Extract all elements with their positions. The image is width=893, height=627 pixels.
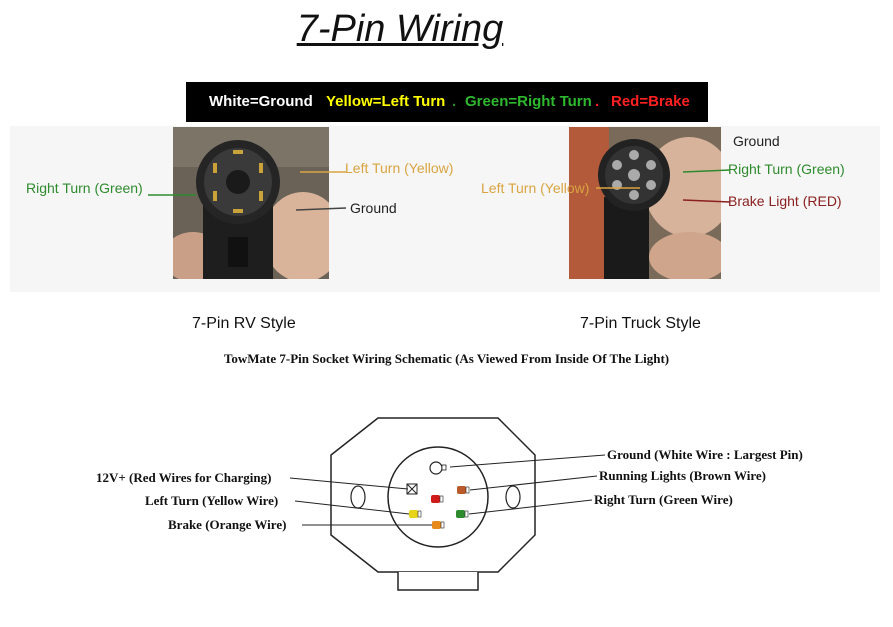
color-legend-bar: White=Ground Yellow=Left Turn . Green=Ri… [186, 82, 708, 122]
truck-brake-label: Brake Light (RED) [728, 193, 842, 209]
running-leader [469, 475, 598, 491]
schematic-right-turn-label: Right Turn (Green Wire) [594, 492, 733, 507]
pin-charging [406, 483, 418, 495]
pin-left-turn [409, 510, 418, 518]
truck-brake-leader [682, 199, 731, 203]
truck-right-turn-leader [682, 169, 731, 173]
rv-connector-photo [173, 127, 329, 279]
schematic-title: TowMate 7-Pin Socket Wiring Schematic (A… [223, 351, 670, 366]
rv-left-turn-label: Left Turn (Yellow) [345, 160, 454, 176]
schematic-running-label: Running Lights (Brown Wire) [599, 468, 767, 483]
schematic-left-turn-label: Left Turn (Yellow Wire) [145, 493, 279, 508]
pin-right-turn [456, 510, 465, 518]
legend-dot-1: . [452, 93, 457, 110]
rv-right-turn-label: Right Turn (Green) [26, 180, 143, 196]
pin-brake [432, 521, 441, 529]
truck-left-turn-label: Left Turn (Yellow) [481, 180, 590, 196]
ground-leader [449, 454, 606, 468]
truck-style-caption: 7-Pin Truck Style [580, 315, 701, 332]
page-title: 7-Pin Wiring [296, 8, 504, 50]
right-turn-leader [468, 499, 593, 515]
charging-leader [289, 477, 409, 490]
legend-green: Green=Right Turn [465, 93, 592, 110]
truck-connector-photo [569, 127, 721, 279]
pin-running-lights [457, 486, 466, 494]
legend-yellow: Yellow=Left Turn [326, 93, 446, 110]
left-turn-leader [294, 500, 410, 515]
pin-center [431, 495, 440, 503]
schematic-brake-label: Brake (Orange Wire) [168, 517, 287, 532]
rv-ground-label: Ground [350, 200, 397, 216]
mount-hole-left [350, 485, 366, 509]
photo-band [10, 126, 880, 292]
socket-tab [397, 572, 479, 591]
pin-ground [429, 461, 443, 475]
legend-dot-2: . [595, 93, 600, 110]
legend-red: Red=Brake [611, 93, 690, 110]
rv-style-caption: 7-Pin RV Style [192, 315, 296, 332]
schematic-ground-label: Ground (White Wire : Largest Pin) [607, 447, 803, 462]
mount-hole-right [505, 485, 521, 509]
legend-white: White=Ground [209, 93, 313, 110]
truck-right-turn-label: Right Turn (Green) [728, 161, 845, 177]
truck-ground-label: Ground [733, 133, 780, 149]
rv-ground-leader [295, 207, 347, 211]
schematic-charging-label: 12V+ (Red Wires for Charging) [96, 470, 272, 485]
